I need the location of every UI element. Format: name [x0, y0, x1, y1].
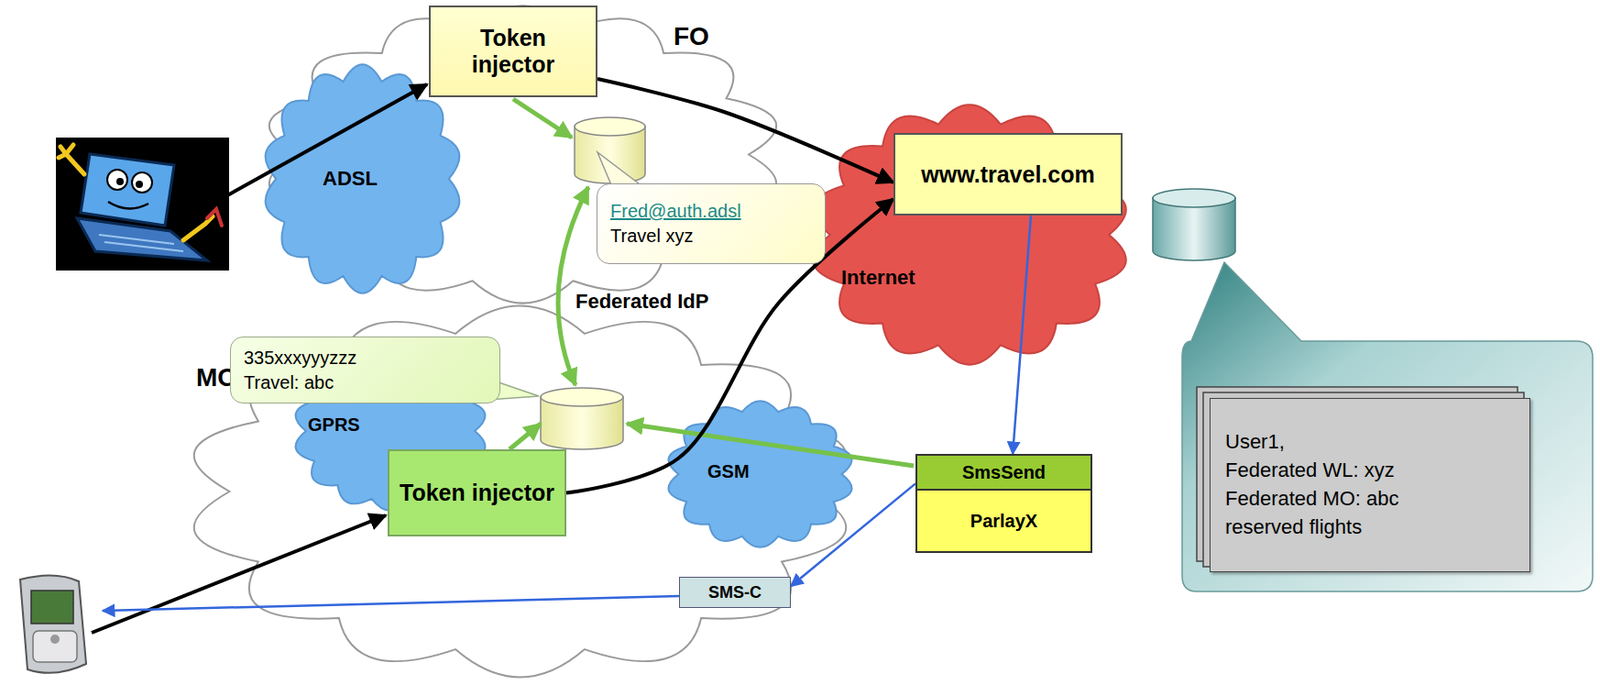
- bubble-tail: [597, 152, 644, 187]
- laptop-pupil: [116, 177, 124, 186]
- cloud-label: GPRS: [307, 414, 361, 436]
- laptop-eye: [131, 172, 153, 193]
- speech-bubble: 335xxxyyyzzzTravel: abc: [230, 336, 501, 404]
- cloud-label: Internet: [841, 265, 916, 290]
- database-cylinder-top: [574, 117, 646, 136]
- laptop-illustration-bg: [55, 137, 230, 271]
- cloud-label: GSM: [707, 460, 750, 483]
- process-box: SMS-C: [679, 576, 791, 608]
- laptop-eye: [107, 169, 128, 190]
- laptop-hand: [58, 144, 85, 175]
- callout-text: 335xxxyyyzzz: [243, 345, 487, 371]
- database-cylinder-top: [540, 387, 624, 406]
- cloud-outline: [663, 397, 857, 550]
- callout-text: Fred@auth.adsl: [610, 198, 812, 224]
- group-label: Federated IdP: [575, 289, 709, 314]
- callout-text: Federated MO: abc: [1225, 484, 1515, 514]
- laptop-pupil: [135, 180, 143, 188]
- laptop-smile: [108, 201, 149, 209]
- callout-text: Travel: abc: [243, 370, 487, 395]
- callout-text: Travel xyz: [610, 223, 812, 249]
- gateway-label: SmsSend: [917, 455, 1091, 491]
- stacked-card: [1203, 392, 1524, 567]
- federation-arrow: [626, 423, 914, 466]
- flow-connector: [597, 78, 894, 183]
- flow-connector: [566, 198, 894, 494]
- box-label: Token injector: [399, 479, 555, 506]
- phone-keypad: [32, 630, 77, 662]
- laptop-keyboard: [76, 218, 208, 261]
- laptop-pen: [207, 208, 222, 226]
- network-cloud: Internet www.travel.com: [806, 101, 1133, 368]
- speech-bubble: Fred@auth.adslTravel xyz: [596, 183, 826, 264]
- cloud-shape: [265, 64, 461, 294]
- box-label: www.travel.com: [920, 161, 1095, 188]
- stacked-card: [1196, 386, 1518, 561]
- cloud-shape: [812, 104, 1127, 364]
- sms-arrow: [102, 595, 680, 611]
- federation-arrow: [509, 423, 541, 450]
- database-cylinder: [574, 126, 646, 184]
- database-cylinder: [540, 396, 624, 450]
- laptop-screen: [80, 153, 175, 226]
- phone-button: [50, 634, 60, 644]
- federation-arrow: [513, 98, 572, 138]
- process-box: Token injector: [387, 449, 567, 537]
- laptop-keys: [98, 234, 184, 252]
- box-label: Token injector: [438, 24, 589, 78]
- process-box: Token injector: [428, 5, 598, 98]
- cloud-label: ADSL: [322, 166, 378, 191]
- callout-text: Federated WL: xyz: [1225, 456, 1515, 485]
- access-arrow: [91, 515, 386, 633]
- callout-text: reserved flights: [1225, 513, 1515, 542]
- phone-screen: [31, 590, 74, 624]
- record-card: User1,Federated WL: xyzFederated MO: abc…: [1209, 397, 1531, 572]
- box-label: SMS-C: [708, 582, 762, 603]
- process-box: www.travel.com: [893, 132, 1123, 216]
- flow-connector: [1012, 215, 1031, 454]
- cloud-shape: [668, 400, 852, 548]
- access-arrow: [212, 84, 428, 204]
- cloud-label: FO: [673, 21, 710, 52]
- gateway-label: ParlayX: [917, 490, 1091, 551]
- gateway-box: SmsSendParlayX: [915, 453, 1093, 553]
- bubble-tail: [474, 373, 539, 400]
- laptop-hand: [183, 216, 213, 241]
- federation-arrow: [558, 186, 589, 385]
- database-cylinder: [1152, 197, 1236, 261]
- phone-body: [20, 574, 87, 672]
- flow-connector: [790, 482, 916, 586]
- database-cylinder-top: [1152, 188, 1236, 208]
- network-cloud: GSM: [663, 397, 857, 550]
- callout-text: User1,: [1225, 427, 1515, 457]
- callout-shape: [1182, 262, 1593, 592]
